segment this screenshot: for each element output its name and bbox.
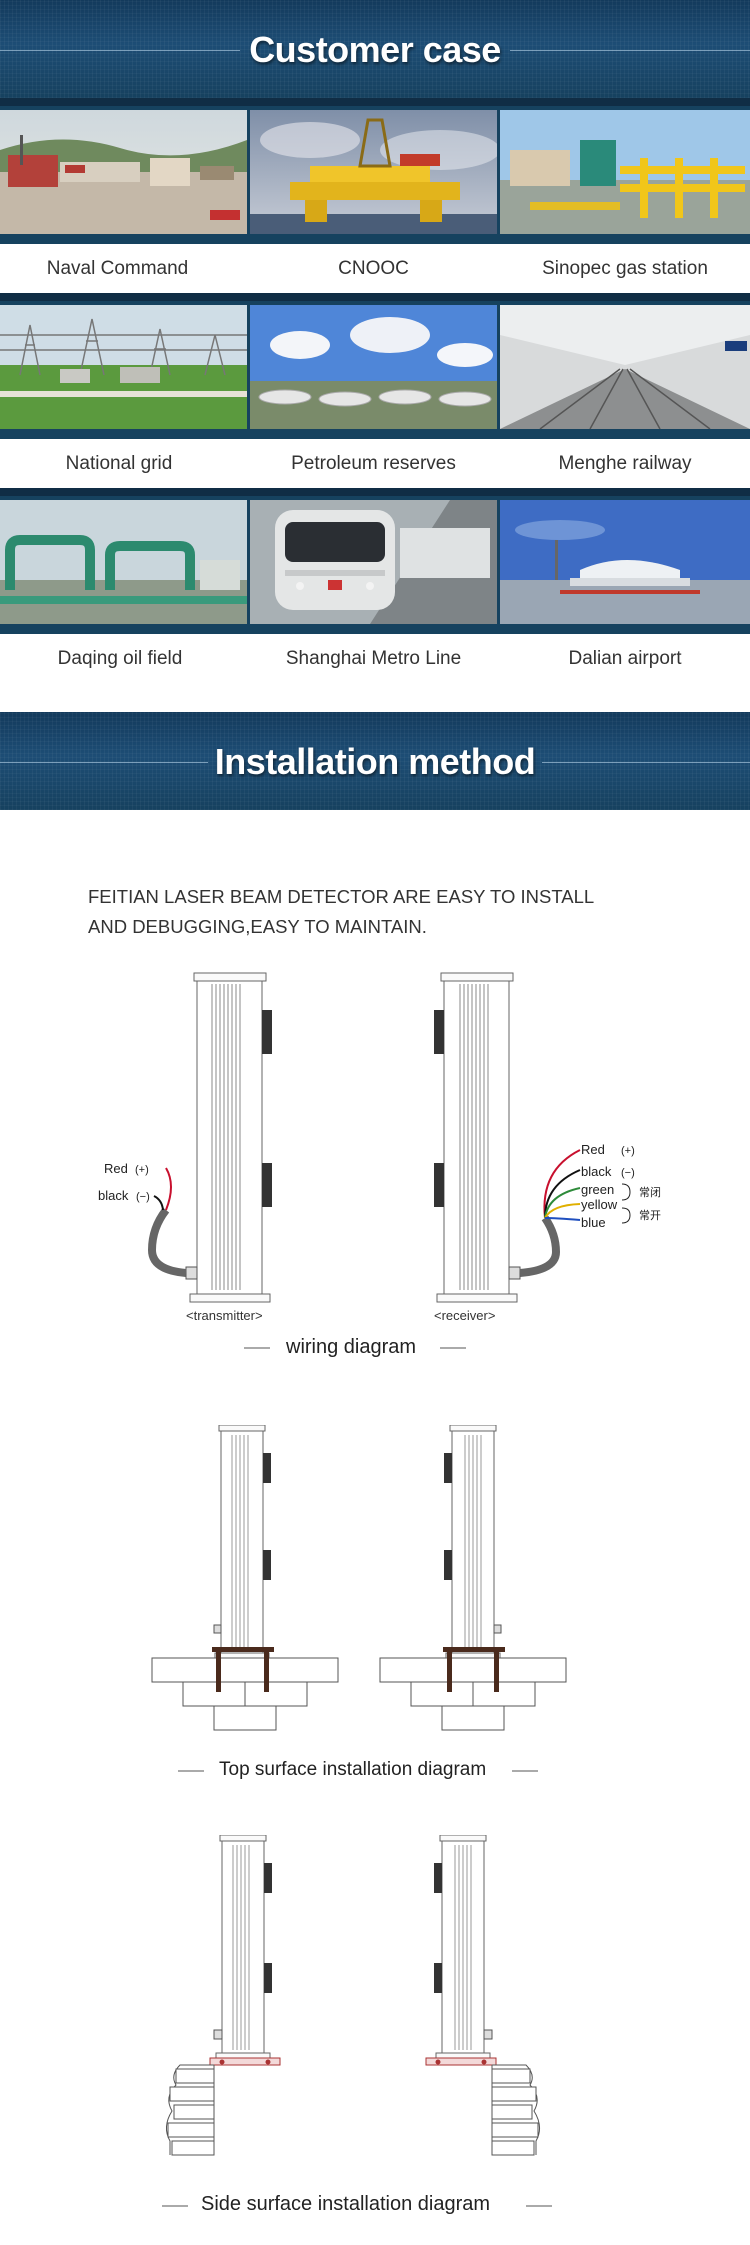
nc-bracket	[621, 1183, 631, 1201]
case-caption: Menghe railway	[558, 453, 692, 474]
side-surface-caption: Side surface installation diagram	[201, 2193, 491, 2215]
customer-case-banner: Customer case	[0, 0, 750, 98]
rx-black-label: black	[581, 1164, 612, 1179]
top-left-unit	[151, 1425, 339, 1731]
case-caption: Daqing oil field	[57, 648, 183, 669]
banner-rule-left	[0, 762, 208, 763]
rx-red-sign: (+)	[621, 1145, 635, 1157]
installation-method-title: Installation method	[214, 741, 536, 782]
nc-label: 常闭	[639, 1186, 661, 1199]
case-image-menghe-railway	[500, 305, 750, 429]
case-caption: Shanghai Metro Line	[285, 648, 462, 669]
rx-black-sign: (−)	[621, 1167, 635, 1179]
case-image-daqing-oil-field	[0, 500, 247, 624]
case-image-petroleum-reserves	[250, 305, 497, 429]
side-caption-rules	[162, 2205, 552, 2207]
case-caption: Sinopec gas station	[542, 258, 708, 279]
top-right-unit	[379, 1425, 567, 1731]
no-label: 常开	[639, 1209, 661, 1222]
rx-blue-label: blue	[581, 1215, 606, 1230]
top-surface-caption: Top surface installation diagram	[219, 1759, 487, 1780]
tx-red-label: Red	[104, 1161, 128, 1176]
banner-rule-left	[0, 50, 240, 51]
side-surface-diagram	[166, 1835, 540, 2156]
intro-line-2: AND DEBUGGING,EASY TO MAINTAIN.	[88, 916, 427, 937]
intro-text: FEITIAN LASER BEAM DETECTOR ARE EASY TO …	[88, 882, 594, 942]
side-left-unit	[166, 1835, 281, 2156]
intro-line-1: FEITIAN LASER BEAM DETECTOR ARE EASY TO …	[88, 886, 595, 907]
case-row-1	[0, 98, 750, 244]
rx-green-label: green	[581, 1182, 614, 1197]
case-caption: CNOOC	[338, 258, 409, 279]
top-surface-diagram	[151, 1425, 567, 1731]
wiring-diagram: Red (+) black (−) <transmitter>	[98, 972, 661, 1349]
transmitter-unit	[185, 972, 272, 1303]
top-caption-rules	[178, 1770, 538, 1772]
receiver-unit	[434, 972, 521, 1303]
rx-yellow-label: yellow	[581, 1197, 618, 1212]
tx-black-label: black	[98, 1188, 129, 1203]
case-captions-1: Naval Command CNOOC Sinopec gas station	[0, 244, 750, 293]
banner-rule-right	[542, 762, 750, 763]
case-image-national-grid	[0, 305, 247, 429]
case-caption: Dalian airport	[568, 648, 682, 669]
receiver-label: <receiver>	[434, 1308, 495, 1323]
receiver-wires	[519, 1149, 581, 1277]
side-right-unit	[425, 1835, 540, 2156]
case-captions-2: National grid Petroleum reserves Menghe …	[0, 439, 750, 488]
rx-red-label: Red	[581, 1142, 605, 1157]
banner-rule-right	[510, 50, 750, 51]
transmitter-label: <transmitter>	[186, 1308, 263, 1323]
installation-content: FEITIAN LASER BEAM DETECTOR ARE EASY TO …	[0, 810, 750, 2245]
case-caption: National grid	[65, 453, 173, 474]
no-bracket	[621, 1207, 631, 1224]
case-image-sinopec	[500, 110, 750, 234]
case-image-dalian-airport	[500, 500, 750, 624]
tx-red-sign: (+)	[135, 1164, 149, 1176]
tx-black-sign: (−)	[136, 1191, 150, 1203]
case-captions-3: Daqing oil field Shanghai Metro Line Dal…	[0, 634, 750, 683]
customer-case-title: Customer case	[249, 29, 501, 70]
case-row-2	[0, 293, 750, 439]
installation-method-banner: Installation method	[0, 712, 750, 810]
case-image-naval-command	[0, 110, 247, 234]
case-caption: Petroleum reserves	[291, 453, 456, 474]
wiring-caption: wiring diagram	[286, 1336, 417, 1358]
case-caption: Naval Command	[46, 258, 189, 279]
case-row-3	[0, 488, 750, 634]
transmitter-wires	[147, 1167, 187, 1277]
case-image-cnooc	[250, 110, 497, 234]
case-image-shanghai-metro	[250, 500, 497, 624]
